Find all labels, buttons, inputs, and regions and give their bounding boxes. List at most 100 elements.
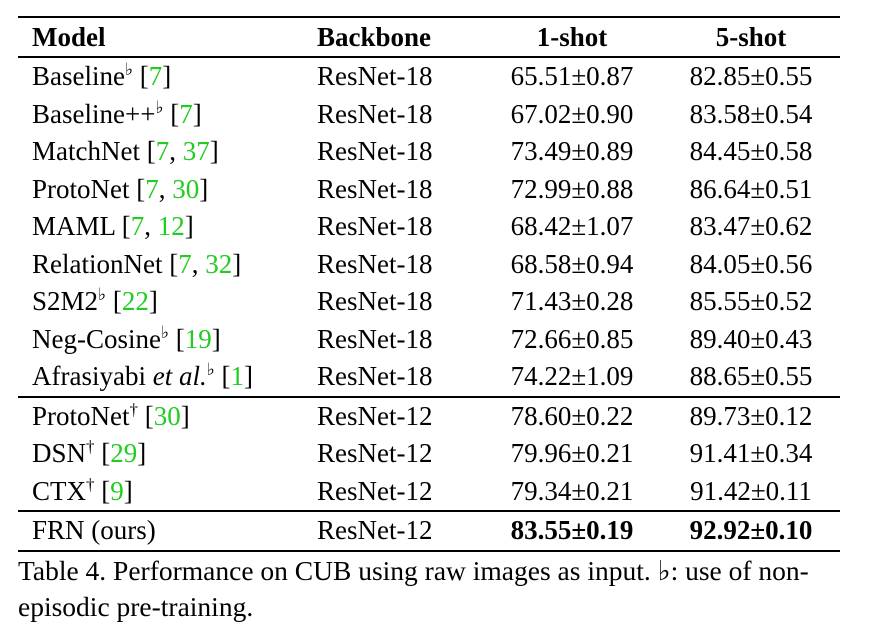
- citation-link[interactable]: 12: [157, 211, 185, 242]
- cell-model: MAML [7, 12]: [32, 211, 194, 242]
- citation-link[interactable]: 7: [148, 61, 163, 92]
- table-row: Afrasiyabi et al.♭ [1] ResNet-18 74.22±1.0…: [18, 358, 840, 397]
- citation-link[interactable]: 7: [179, 98, 193, 129]
- cell-backbone: ResNet-12: [317, 438, 433, 469]
- cell-5-shot: 85.55±0.52: [689, 286, 813, 317]
- table-row: CTX† [9] ResNet-12 79.34±0.21 91.42±0.11: [18, 473, 840, 512]
- cell-model: MatchNet [7, 37]: [32, 136, 219, 167]
- citation-link[interactable]: 9: [110, 475, 124, 506]
- model-name: DSN: [32, 438, 87, 469]
- cell-model: Baseline♭ [7]: [32, 60, 172, 92]
- model-footnote-mark: ♭: [124, 60, 134, 80]
- citation-link[interactable]: 7: [145, 173, 159, 204]
- model-name: RelationNet: [32, 248, 163, 279]
- cell-backbone: ResNet-18: [317, 61, 433, 92]
- cell-model: S2M2♭ [22]: [32, 285, 158, 317]
- cell-5-shot: 84.45±0.58: [689, 136, 813, 167]
- cell-backbone: ResNet-12: [317, 395, 482, 435]
- results-table: Model Backbone 1-shot 5-shot Baseline♭ […: [18, 16, 840, 552]
- cell-backbone: ResNet-18: [317, 98, 433, 129]
- citation-link[interactable]: 30: [153, 400, 181, 431]
- cell-5-shot: 86.64±0.51: [689, 173, 813, 204]
- cell-model: ProtoNet† [30]: [18, 395, 317, 435]
- model-name: ProtoNet: [32, 173, 130, 204]
- cell-1-shot: 79.96±0.21: [510, 438, 634, 469]
- model-footnote-mark: †: [129, 399, 139, 419]
- model-name: CTX: [32, 475, 86, 506]
- table-row: Baseline♭ [7] ResNet-18 65.51±0.87 82.85±0.…: [18, 57, 840, 96]
- citation-link[interactable]: 32: [205, 248, 233, 279]
- table-row: MatchNet [7, 37] ResNet-18 73.49±0.89 84.45…: [18, 133, 840, 171]
- column-header-5-shot: 5-shot: [662, 16, 840, 58]
- citation-link[interactable]: 30: [172, 173, 200, 204]
- cell-backbone: ResNet-18: [317, 323, 433, 354]
- cell-1-shot: 73.49±0.89: [510, 136, 634, 167]
- cell-backbone: ResNet-18: [317, 173, 433, 204]
- citation-link[interactable]: 1: [230, 361, 245, 392]
- column-header-backbone: Backbone: [317, 16, 482, 58]
- cell-1-shot: 78.60±0.22: [482, 395, 662, 435]
- cell-5-shot: 84.05±0.56: [689, 248, 813, 279]
- cell-1-shot: 65.51±0.87: [510, 61, 634, 92]
- table-body: Baseline♭ [7] ResNet-18 65.51±0.87 82.85±0.…: [18, 57, 840, 552]
- model-footnote-mark: ♭: [98, 285, 107, 305]
- cell-1-shot: 83.55±0.19: [482, 510, 662, 552]
- cell-5-shot: 83.47±0.62: [689, 211, 813, 242]
- model-name: FRN (ours): [32, 515, 156, 546]
- model-name: Baseline: [32, 61, 125, 92]
- citation-link[interactable]: 19: [184, 323, 212, 354]
- cell-1-shot: 72.99±0.88: [510, 173, 634, 204]
- cell-backbone: ResNet-18: [317, 136, 433, 167]
- cell-backbone: ResNet-18: [317, 286, 433, 317]
- citation-link[interactable]: 7: [155, 136, 170, 167]
- table-row: Baseline++♭ [7] ResNet-18 67.02±0.90 83.58±…: [18, 96, 840, 134]
- model-name: ProtoNet: [32, 400, 130, 431]
- cell-backbone: ResNet-18: [317, 211, 433, 242]
- cell-5-shot: 91.42±0.11: [690, 475, 812, 506]
- cell-1-shot: 71.43±0.28: [510, 286, 634, 317]
- cell-model: Afrasiyabi et al.♭ [1]: [32, 360, 253, 392]
- cell-model: CTX† [9]: [32, 474, 133, 506]
- citation-link[interactable]: 7: [130, 211, 145, 242]
- model-footnote-mark: ♭: [160, 322, 170, 342]
- table-header-row: Model Backbone 1-shot 5-shot: [18, 16, 840, 58]
- citation-link[interactable]: 29: [110, 438, 138, 469]
- model-name: Afrasiyabi: [32, 361, 153, 392]
- cell-backbone: ResNet-18: [317, 361, 433, 392]
- cell-model: DSN† [29]: [32, 437, 147, 469]
- cell-1-shot: 79.34±0.21: [510, 475, 634, 506]
- cell-5-shot: 83.58±0.54: [689, 98, 813, 129]
- cell-backbone: ResNet-12: [317, 475, 433, 506]
- cell-5-shot: 91.41±0.34: [689, 438, 813, 469]
- citation-link[interactable]: 37: [182, 136, 210, 167]
- cell-5-shot: 82.85±0.55: [689, 61, 813, 92]
- cell-1-shot: 74.22±1.09: [510, 361, 634, 392]
- cell-5-shot: 88.65±0.55: [689, 361, 813, 392]
- cell-5-shot: 92.92±0.10: [662, 510, 840, 552]
- cell-5-shot: 89.73±0.12: [662, 395, 840, 435]
- model-name: Neg-Cosine: [32, 323, 161, 354]
- cell-model: Baseline++♭ [7]: [32, 97, 202, 129]
- cell-1-shot: 68.58±0.94: [510, 248, 634, 279]
- cell-backbone: ResNet-18: [317, 248, 433, 279]
- column-header-1-shot: 1-shot: [482, 16, 662, 58]
- model-name-italic: et al.: [152, 361, 207, 392]
- cell-model: ProtoNet [7, 30]: [32, 173, 209, 204]
- citation-link[interactable]: 22: [121, 286, 149, 317]
- model-footnote-mark: ♭: [206, 360, 215, 380]
- model-name: MatchNet: [32, 136, 140, 167]
- cell-1-shot: 72.66±0.85: [510, 323, 634, 354]
- cell-model: RelationNet [7, 32]: [32, 248, 242, 279]
- model-footnote-mark: †: [86, 474, 95, 494]
- citation-link[interactable]: 7: [178, 248, 192, 279]
- table-caption: Table 4. Performance on CUB using raw im…: [18, 555, 809, 622]
- cell-1-shot: 67.02±0.90: [510, 98, 634, 129]
- cell-model: FRN (ours): [18, 510, 317, 552]
- column-header-model: Model: [18, 16, 317, 58]
- table-row: DSN† [29] ResNet-12 79.96±0.21 91.41±0.34: [18, 435, 840, 473]
- cell-backbone: ResNet-12: [317, 510, 482, 552]
